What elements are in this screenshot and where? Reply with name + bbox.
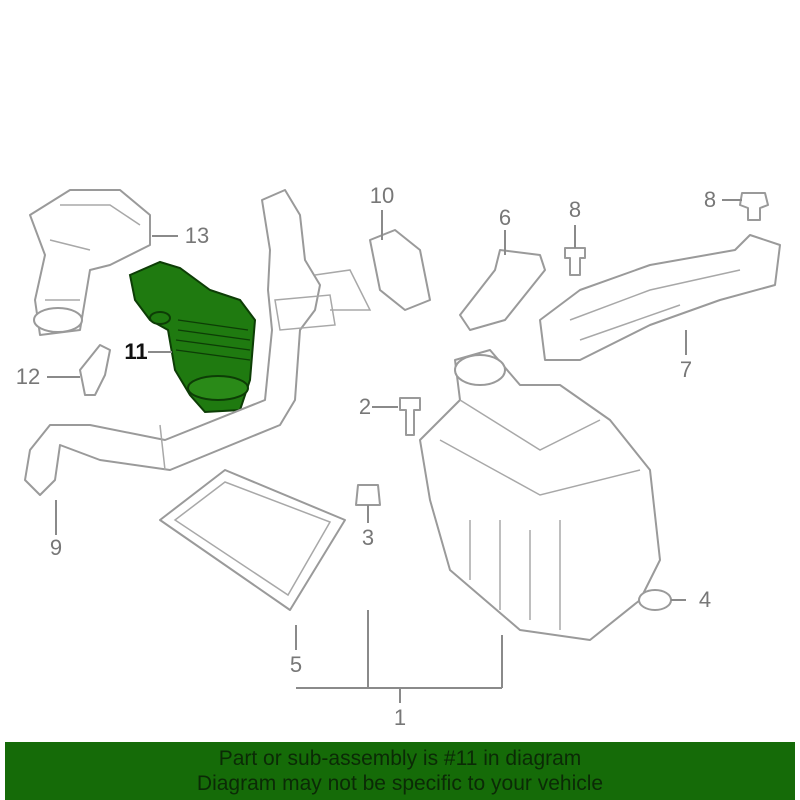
callout-3: 3 [361,525,375,550]
part-4-grommet [638,589,672,611]
part-3-grommet [355,484,381,506]
part-6-sensor [459,249,546,331]
callout-8a: 8 [568,197,582,222]
callout-13: 13 [184,223,210,248]
part-2-bolt [399,397,421,436]
part-8-bolt [564,192,769,276]
callout-2: 2 [358,394,372,419]
leader-lines [47,199,742,703]
callout-4: 4 [698,587,712,612]
part-5-filter [159,469,346,611]
part-12-clip [79,344,111,396]
part-13-intake-duct [29,189,151,336]
part-7-cover [539,234,781,361]
callout-9: 9 [49,535,63,560]
callout-10: 10 [369,183,395,208]
callout-8b: 8 [703,187,717,212]
banner-line-1: Part or sub-assembly is #11 in diagram [218,747,582,770]
part-10-bracket [369,229,431,311]
part-9-tube [24,189,372,496]
banner-line-2: Diagram may not be specific to your vehi… [196,772,604,795]
callout-5: 5 [289,652,303,677]
parts-diagram [24,189,781,703]
callout-11: 11 [124,339,148,364]
callout-7: 7 [679,357,693,382]
callout-12: 12 [15,364,41,389]
part-1-air-box [419,349,661,641]
callout-6: 6 [498,205,512,230]
disclaimer-banner: Part or sub-assembly is #11 in diagram D… [5,742,795,800]
callout-1: 1 [393,705,407,730]
part-11-air-hose [128,260,257,414]
